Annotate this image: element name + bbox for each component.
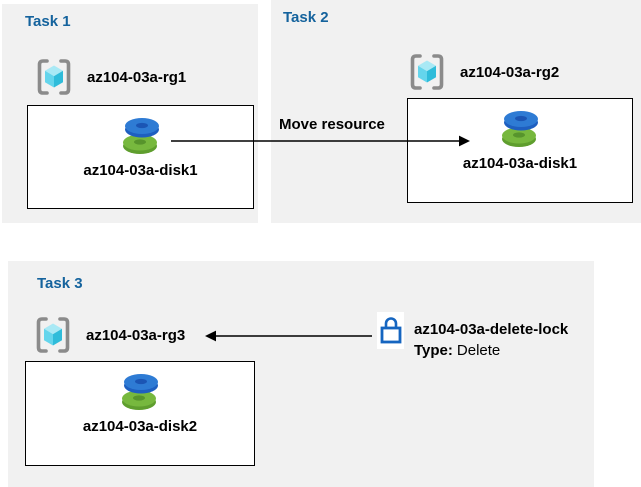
- task1-panel: Task 1 az104-03a-rg1 az104-03a-disk1: [2, 4, 258, 223]
- disk-stack-icon: [122, 374, 158, 410]
- disk-stack-icon: [502, 111, 538, 147]
- task2-rg-label: az104-03a-rg2: [460, 63, 560, 81]
- move-resource-label: Move resource: [279, 116, 385, 133]
- task2-title: Task 2: [283, 9, 329, 26]
- task2-disk-box: az104-03a-disk1: [407, 98, 633, 203]
- task1-resource-group: az104-03a-rg1: [34, 56, 186, 98]
- resource-group-icon: [36, 317, 70, 353]
- disk-stack-icon: [122, 118, 159, 154]
- task3-panel: Task 3 az104-03a-rg3 az104-03a-disk2: [8, 261, 594, 487]
- lock-text: az104-03a-delete-lock Type:Delete: [414, 312, 568, 361]
- lock-icon: [380, 317, 401, 344]
- lock-type: Type:Delete: [414, 340, 568, 361]
- cube-top-face: [45, 65, 63, 77]
- cube-top-face: [418, 60, 436, 72]
- lock-badge: [377, 312, 404, 349]
- cube-right-face: [427, 65, 436, 83]
- task1-title: Task 1: [25, 13, 71, 30]
- lock-type-label: Type:: [414, 342, 453, 359]
- cube-right-face: [54, 70, 63, 88]
- task3-disk-box: az104-03a-disk2: [25, 361, 255, 466]
- cube-right-face: [53, 328, 62, 346]
- task1-disk-box: az104-03a-disk1: [27, 105, 254, 209]
- resource-group-icon: [37, 59, 71, 95]
- cube-left-face: [418, 65, 427, 83]
- task3-resource-group: az104-03a-rg3: [33, 314, 185, 356]
- task2-panel: Task 2 az104-03a-rg2 az104-03a-disk1: [271, 0, 641, 223]
- task2-resource-group: az104-03a-rg2: [407, 51, 559, 93]
- cube-left-face: [45, 70, 54, 88]
- cube-left-face: [44, 328, 53, 346]
- delete-lock: az104-03a-delete-lock Type:Delete: [377, 312, 568, 361]
- task2-disk-label: az104-03a-disk1: [462, 155, 578, 172]
- task3-disk-label: az104-03a-disk2: [82, 418, 198, 435]
- lock-type-value: Delete: [456, 342, 501, 359]
- task1-disk-label: az104-03a-disk1: [83, 162, 198, 179]
- task1-rg-label: az104-03a-rg1: [87, 68, 187, 86]
- resource-group-icon: [410, 54, 444, 90]
- task3-title: Task 3: [37, 275, 83, 292]
- lock-name: az104-03a-delete-lock: [414, 321, 569, 338]
- task3-rg-label: az104-03a-rg3: [86, 326, 186, 344]
